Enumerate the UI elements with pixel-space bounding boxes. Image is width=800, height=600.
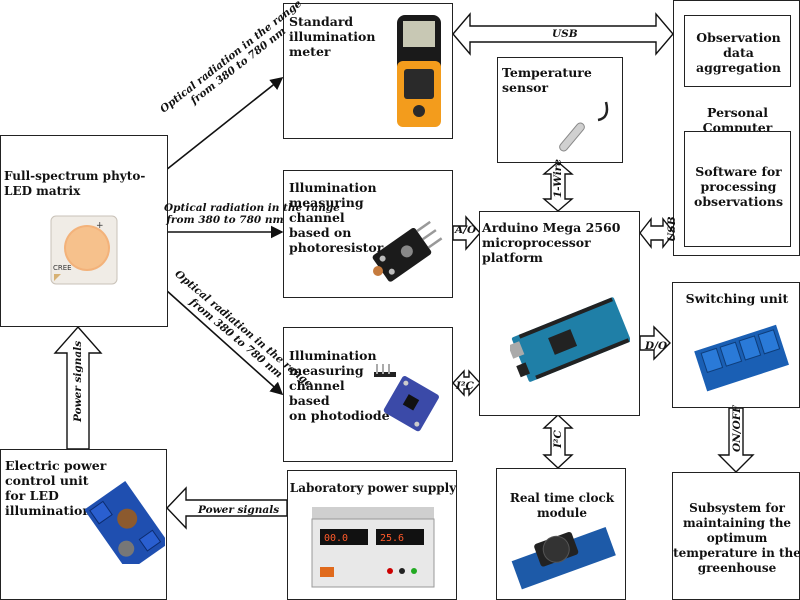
lux-meter-image: [397, 15, 441, 127]
photodiode-module-image: [374, 364, 439, 432]
led-matrix-title: Full-spectrum phyto-LED matrix: [4, 169, 146, 198]
led-chip-image: + CREE: [50, 215, 118, 285]
photodiode-title: Illumination measuring channel based on …: [289, 348, 390, 423]
power-label-horizontal: Power signals: [198, 504, 280, 516]
photodiode-box: Illumination measuring channel based on …: [283, 327, 453, 462]
lab-power-box: Laboratory power supply 00.0 25.6: [287, 470, 457, 600]
psu-display-right: 25.6: [380, 533, 404, 544]
photoresistor-title: Illumination measuring channel based on …: [289, 180, 384, 255]
optical-label-2: Optical radiation in the range from 380 …: [164, 202, 340, 226]
on-off-arrow: [717, 407, 755, 473]
on-off-label: ON/OFF: [731, 405, 743, 452]
software-box: Software for processing observations: [684, 131, 791, 247]
standard-meter-title: Standard illumination meter: [289, 14, 376, 59]
ao-arrow: [452, 215, 481, 251]
elec-power-title: Electric power control unit for LED illu…: [5, 458, 107, 518]
optical-arrow-3: [165, 289, 284, 396]
ao-label: A/O: [455, 224, 477, 236]
rtc-box: Real time clock module: [496, 468, 626, 600]
i2c-label-bottom: I²C: [552, 430, 564, 448]
usb-label-top: USB: [552, 28, 578, 40]
switching-box: Switching unit: [672, 282, 800, 408]
photoresistor-module-image: [372, 220, 443, 282]
observation-title: Observation data aggregation: [696, 30, 781, 75]
software-title: Software for processing observations: [693, 164, 783, 209]
do-label: D/O: [645, 340, 668, 352]
temperature-title: Temperature sensor: [502, 65, 592, 95]
psu-display-left: 00.0: [324, 533, 348, 544]
led-matrix-box: Full-spectrum phyto-LED matrix + CREE: [0, 135, 168, 327]
subsystem-box: Subsystem for maintaining the optimum te…: [672, 472, 800, 600]
standard-meter-box: Standard illumination meter: [283, 3, 453, 139]
power-control-board-image: [85, 480, 165, 564]
temperature-box: Temperature sensor: [497, 57, 623, 163]
power-label-vertical: Power signals: [72, 340, 84, 422]
arduino-box: Arduino Mega 2560 microprocessor platfor…: [479, 211, 640, 416]
arduino-title: Arduino Mega 2560 microprocessor platfor…: [482, 220, 621, 265]
do-arrow: [639, 325, 671, 361]
optical-arrow-1: [165, 77, 284, 171]
usb-label-right: USB: [666, 216, 678, 242]
lab-psu-image: 00.0 25.6: [311, 507, 435, 588]
subsystem-title: Subsystem for maintaining the optimum te…: [673, 501, 800, 575]
lab-power-title: Laboratory power supply: [289, 481, 457, 495]
elec-power-box: Electric power control unit for LED illu…: [0, 449, 167, 600]
arduino-board-image: [510, 297, 630, 382]
photoresistor-box: Illumination measuring channel based on …: [283, 170, 453, 298]
observation-box: Observation data aggregation: [684, 15, 791, 87]
relay-module-image: [694, 324, 789, 392]
led-brand-label: CREE: [53, 264, 72, 272]
svg-text:+: +: [96, 221, 104, 231]
switching-title: Switching unit: [685, 291, 789, 306]
temperature-probe-image: [559, 101, 609, 152]
one-wire-label: 1-Wire: [552, 159, 564, 198]
rtc-title: Real time clock module: [509, 491, 615, 520]
i2c-label-left: I²C: [456, 380, 474, 392]
rtc-module-image: [511, 527, 616, 590]
pc-box: Observation data aggregation Personal Co…: [673, 0, 800, 256]
